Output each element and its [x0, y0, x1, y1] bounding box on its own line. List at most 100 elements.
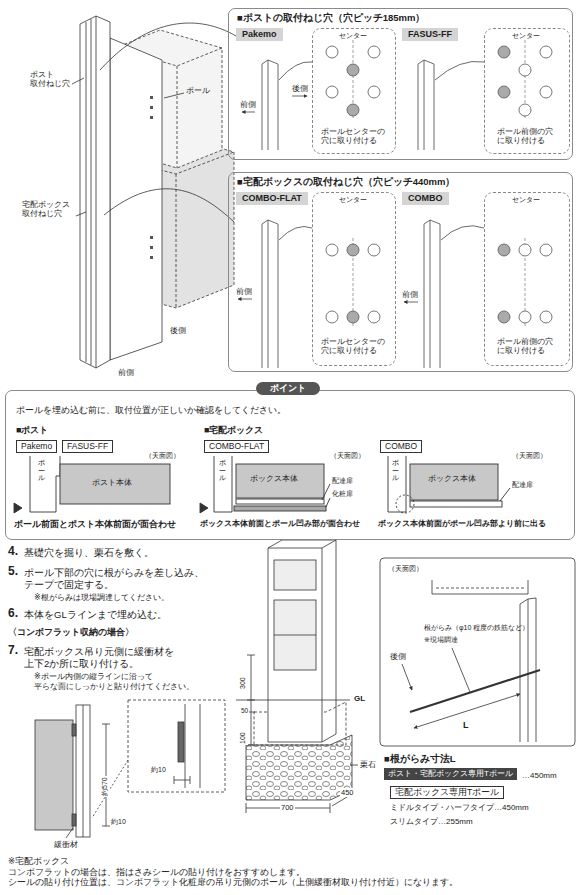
part-label: 緩衝材	[54, 840, 78, 849]
model-tab: Pakemo	[16, 440, 57, 453]
hole-area: センターポール前側の穴に取り付ける	[484, 192, 570, 366]
node-text: COMBO-FLAT	[242, 193, 302, 204]
screw-hole	[347, 244, 359, 256]
screw-hole	[326, 86, 338, 98]
point-tab: ポイント	[256, 382, 320, 395]
panel-box: ■宅配ボックスの取付ねじ穴（穴ピッチ440mm）COMBO-FLATCOMBOセ…	[228, 172, 573, 372]
pole-illustration	[150, 236, 153, 239]
pole-sketch	[262, 220, 278, 368]
part-label: ポスト 取付ねじ穴	[30, 70, 75, 89]
pole-tag: 宅配ボックス専用Tポール	[390, 786, 504, 799]
part-label: 根がらみ（φ10 程度の鉄筋など）	[424, 624, 529, 633]
installation-figure	[274, 635, 316, 636]
screw-hole	[519, 104, 531, 116]
top-view-figure	[410, 501, 502, 507]
screw-hole	[347, 64, 359, 76]
installation-figure	[246, 803, 330, 813]
level-label: GL	[354, 694, 365, 704]
pole-sketch	[279, 227, 312, 241]
part-label: 化粧扉	[332, 490, 353, 499]
top-view-figure	[14, 456, 510, 513]
hole-area: センターポールセンターの穴に取り付ける	[312, 192, 396, 366]
node-text: FASUS-FF	[67, 441, 108, 452]
dimension: 50	[240, 707, 249, 715]
pole-illustration	[91, 19, 92, 365]
node-text: Pakemo	[21, 441, 52, 452]
screw-hole	[519, 64, 531, 76]
step-text: ポール下部の穴に根がらみを差し込み、 テープで固定する。	[24, 567, 219, 591]
screw-hole	[368, 86, 380, 98]
pole-illustration	[150, 116, 153, 119]
top-view-figure	[500, 488, 510, 501]
pole-illustration	[150, 106, 153, 109]
step-number: 4.	[8, 544, 18, 559]
hole-area: センターポールセンターの穴に取り付ける	[312, 28, 396, 154]
screw-hole	[498, 46, 510, 58]
pole-illustration	[86, 22, 87, 362]
view-label: （天面図）	[330, 452, 365, 461]
pole-illustration	[164, 93, 184, 98]
section-label: 〈コンボフラット収納の場合〉	[8, 627, 134, 638]
screw-hole	[498, 311, 510, 323]
node-text: COMBO	[408, 193, 443, 204]
dimension: 450	[340, 788, 355, 797]
step-number: 5.	[8, 564, 18, 579]
screw-hole	[540, 86, 552, 98]
section-label: ■宅配ボックス	[204, 425, 263, 436]
hole-area: センターポール前側の穴に取り付ける	[484, 28, 570, 154]
pole-sketch	[435, 61, 484, 80]
panel-heading: ■ポストの取付ねじ穴（穴ピッチ185mm）	[237, 12, 425, 24]
dimension: 約10	[150, 766, 167, 775]
screw-hole	[368, 46, 380, 58]
part-label: 配達扉	[512, 481, 533, 490]
cushion-figure	[35, 720, 73, 830]
installation-figure	[274, 600, 316, 670]
part-label: 宅配ボックス 取付ねじ穴	[22, 200, 77, 219]
pole-illustration	[72, 16, 236, 368]
cushion-figure	[76, 705, 90, 837]
top-view-figure	[326, 498, 330, 507]
screw-hole	[519, 244, 531, 256]
rebar-inset	[436, 588, 524, 589]
pole-illustration	[150, 256, 153, 259]
top-view-figure	[14, 503, 22, 513]
rebar-inset	[452, 648, 470, 692]
screw-hole	[326, 311, 338, 323]
rebar-inset	[380, 558, 575, 746]
pole-sketch	[238, 60, 484, 368]
rebar-inset	[432, 580, 528, 594]
panel-box: ■ポストの取付ねじ穴（穴ピッチ185mm）PakemoFASUS-FFセンターポ…	[228, 8, 573, 160]
pole-illustration	[110, 38, 162, 360]
part-label: ボックス本体	[428, 474, 476, 484]
dimension: 700	[280, 803, 295, 812]
pole-illustration	[100, 23, 236, 70]
top-view-figure	[60, 464, 170, 504]
dimension: 100	[239, 731, 248, 745]
part-label: 栗石	[360, 760, 376, 769]
installation-figure	[268, 540, 336, 742]
screw-hole	[498, 244, 510, 256]
step-number: 6.	[8, 606, 18, 621]
table-cell: …450mm	[522, 771, 557, 781]
section-label: ■ポスト	[16, 425, 48, 436]
rebar-inset	[402, 664, 412, 690]
pole-sketch	[242, 112, 255, 113]
rebar-inset	[380, 558, 575, 746]
cushion-figure	[66, 828, 73, 838]
part-label: ボックス本体	[250, 474, 298, 484]
part-label: ポール	[392, 459, 399, 482]
cushion-figure	[83, 705, 84, 837]
note-text: ※ポール内側の縦ラインに沿って 平らな面にしっかりと貼り付けてください。	[34, 672, 239, 692]
part-label: ポスト本体	[92, 478, 132, 488]
pole-sketch	[404, 302, 418, 303]
direction-label: 前側	[402, 290, 418, 299]
pole-sketch	[279, 62, 312, 80]
screw-hole	[326, 46, 338, 58]
model-tab: COMBO	[402, 192, 449, 205]
pole-sketch	[441, 226, 484, 240]
direction-label: 前側	[236, 287, 252, 296]
cushion-figure	[72, 724, 76, 736]
direction-label: 後側	[390, 652, 406, 661]
direction-label: 前側	[240, 100, 256, 109]
table-cell: ミドルタイプ・ハーフタイプ…450mm	[390, 803, 529, 813]
